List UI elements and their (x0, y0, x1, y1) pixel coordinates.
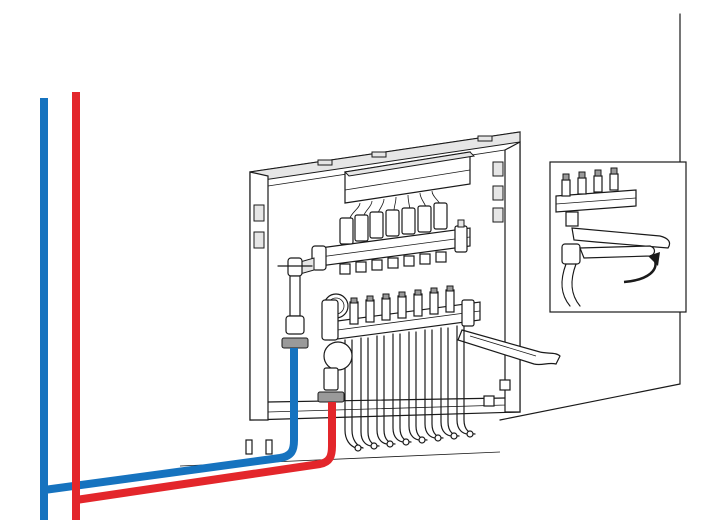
actuator-box (343, 151, 476, 219)
heating-loops (344, 325, 476, 452)
upper-manifold (299, 202, 471, 275)
return-pipe (40, 98, 298, 520)
inset-wrench-icon (571, 227, 671, 259)
curved-arrow-clockwise-icon (623, 252, 660, 284)
actuator-heads (339, 202, 448, 245)
wrench-icon (457, 329, 561, 366)
upper-outlets (339, 251, 447, 275)
pipe-clips (245, 379, 511, 455)
detail-inset (549, 161, 687, 313)
manifold-cabinet (249, 131, 521, 421)
supply-valve-assembly (317, 299, 353, 403)
flow-meters (349, 285, 455, 325)
return-valve-assembly (277, 257, 313, 349)
supply-pipe (72, 92, 336, 520)
